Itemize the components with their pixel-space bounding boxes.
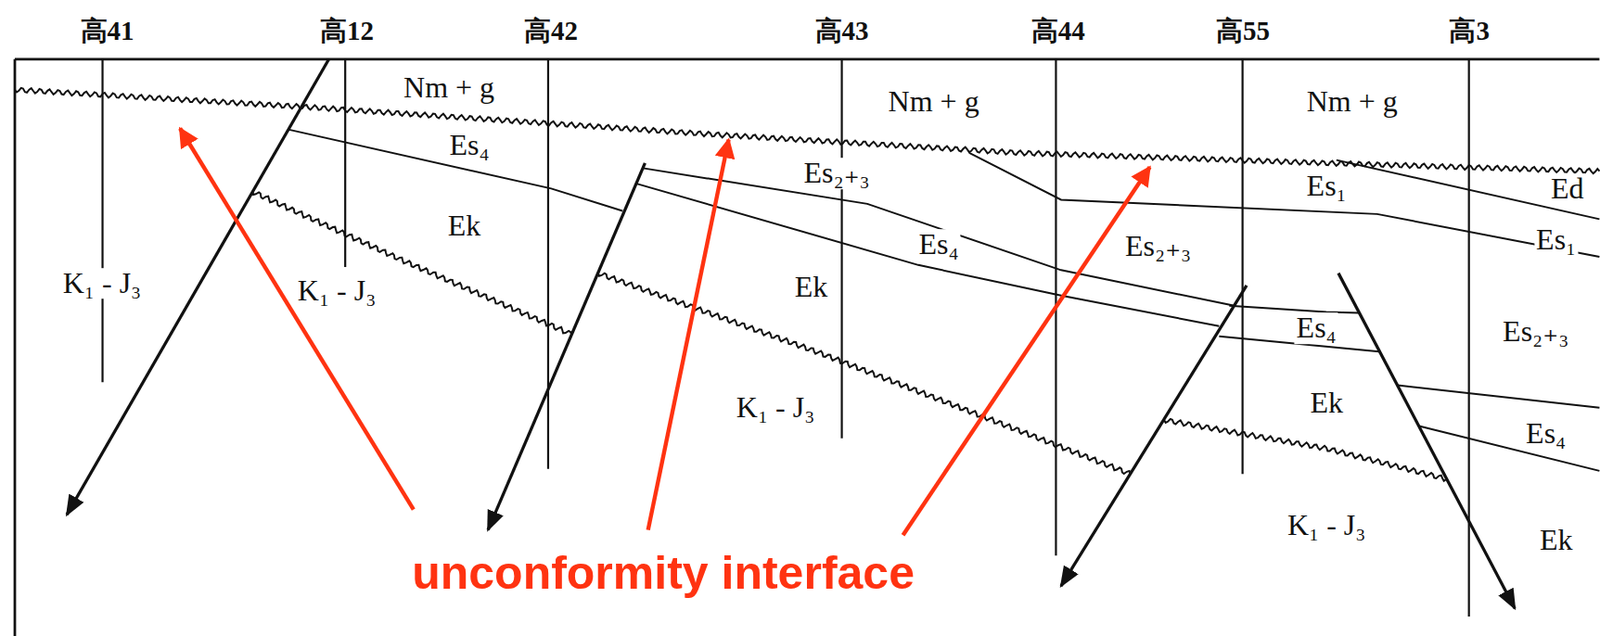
- formation-label: K₁ - J₃: [295, 275, 379, 308]
- formation-label-holder: Nm + g: [401, 72, 497, 104]
- formation-label-holder: Ek: [446, 210, 484, 243]
- well-name-holder: 高3: [1446, 16, 1492, 45]
- well-name: 高41: [78, 16, 137, 45]
- formation-label: Ek: [793, 271, 831, 304]
- unconformity-lines: [14, 88, 1600, 482]
- well-name: 高3: [1446, 16, 1492, 45]
- formation-boundaries: [288, 129, 1600, 472]
- formation-label-holder: Ek: [1537, 524, 1575, 557]
- well-name: 高12: [318, 16, 376, 45]
- well-name-holder: 高44: [1029, 16, 1088, 45]
- formation-label-holder: Es₄: [1294, 312, 1339, 345]
- well-name-holder: 高55: [1214, 16, 1272, 45]
- formation-label-holder: K₁ - J₃: [734, 392, 818, 424]
- formation-label: Ek: [446, 210, 484, 243]
- formation-label: Nm + g: [1305, 86, 1400, 118]
- formation-label: Es₂₊₃: [1500, 316, 1571, 348]
- annotation-text-holder: unconformity interface: [409, 549, 917, 599]
- formation-label: Es₄: [917, 229, 961, 261]
- formation-label: Nm + g: [886, 86, 982, 118]
- formation-label: K₁ - J₃: [1285, 510, 1369, 542]
- frame-top: [14, 57, 1600, 61]
- formation-label: Es₁: [1534, 224, 1578, 256]
- formation-label-holder: Es₂₊₃: [1500, 316, 1571, 348]
- well-name-holder: 高42: [522, 16, 580, 45]
- unconformity-line: [1164, 419, 1447, 482]
- formation-label-holder: K₁ - J₃: [295, 275, 379, 308]
- formation-label: K₁ - J₃: [734, 392, 818, 424]
- formation-label-holder: Ed: [1548, 173, 1587, 205]
- formation-label: Es₄: [447, 130, 491, 163]
- formation-label: Ek: [1537, 524, 1575, 557]
- formation-label-holder: Ek: [1307, 387, 1345, 420]
- well-name: 高55: [1214, 16, 1272, 45]
- well-name-holder: 高43: [813, 16, 871, 45]
- frame-left: [13, 59, 17, 636]
- formation-label: Es₁: [1305, 171, 1349, 204]
- formation-label-holder: K₁ - J₃: [1285, 510, 1369, 542]
- well-name-holder: 高41: [78, 16, 137, 45]
- formation-label-holder: Es₁: [1534, 224, 1578, 256]
- formation-label-holder: Es₄: [447, 130, 491, 163]
- annotation-text: unconformity interface: [409, 549, 917, 599]
- formation-label: Ed: [1548, 173, 1587, 205]
- unconformity-line: [252, 192, 572, 335]
- well-name-holder: 高12: [318, 16, 376, 45]
- formation-label-holder: Es₄: [917, 229, 961, 261]
- formation-label-holder: Nm + g: [886, 86, 982, 118]
- formation-label-holder: Es₁: [1305, 171, 1349, 204]
- pointer-arrows: [179, 128, 1150, 537]
- formation-label-holder: Es₂₊₃: [1123, 230, 1193, 263]
- formation-label-holder: K₁ - J₃: [61, 268, 144, 300]
- formation-label-holder: Nm + g: [1305, 86, 1400, 118]
- formation-label-holder: Es₄: [1523, 418, 1568, 450]
- formation-label: Nm + g: [401, 72, 497, 104]
- fault-lines: [66, 59, 1515, 610]
- formation-label: Es₂₊₃: [801, 157, 871, 190]
- well-lines: [102, 59, 1470, 617]
- formation-label-holder: Ek: [793, 271, 831, 304]
- well-name: 高43: [813, 16, 871, 45]
- formation-label: Ek: [1307, 387, 1345, 420]
- formation-label: K₁ - J₃: [61, 268, 144, 300]
- formation-label-holder: Es₂₊₃: [801, 157, 871, 190]
- well-name: 高44: [1029, 16, 1088, 45]
- formation-label: Es₄: [1294, 312, 1339, 345]
- formation-label: Es₂₊₃: [1123, 230, 1193, 263]
- formation-label: Es₄: [1523, 418, 1568, 450]
- well-name: 高42: [522, 16, 580, 45]
- unconformity-line: [598, 273, 1131, 475]
